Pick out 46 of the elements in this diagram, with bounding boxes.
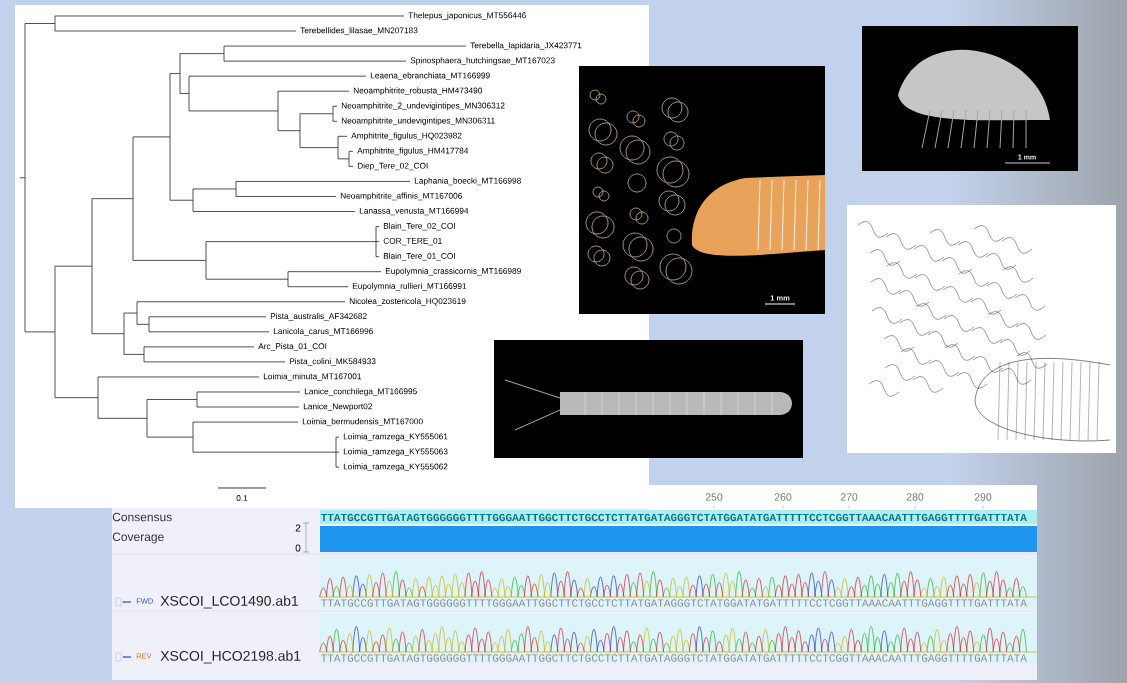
ruler-number: 270 — [840, 493, 858, 501]
taxon-label: Leaena_ebranchiata_MT166999 — [370, 72, 490, 80]
row-label: Coverage — [112, 532, 164, 544]
taxon-label: Terebellides_lilasae_MN207183 — [300, 27, 418, 35]
taxon-label: Terebella_lapidaria_JX423771 — [470, 42, 582, 50]
coverage-value: 2 — [295, 524, 301, 532]
taxon-label: Eupolymnia_rullieri_MT166991 — [352, 282, 467, 291]
coverage-value: 0 — [295, 544, 301, 552]
taxon-label: Neoamphitrite_robusta_HM473490 — [353, 87, 483, 96]
taxon-label: Blain_Tere_02_COI — [383, 222, 455, 231]
taxon-label: Arc_Pista_01_COI — [258, 343, 327, 351]
taxon-label: Blain_Tere_01_COI — [383, 252, 455, 261]
consensus-sequence: TTATGCCGTTGATAGTGGGGGGTTTTGGGAATTGGCTTCTGCCTCTTATGATAGGGTCTATGGATATGATTTTTCCTCGGTTAAACAATTTGAGGTTTTGATTTATA — [320, 510, 1037, 524]
taxon-label: Amphitrite_figulus_HQ023982 — [351, 132, 462, 141]
taxon-label: Loimia_ramzega_KY555062 — [343, 463, 448, 472]
taxon-label: Amphitrite_figulus_HM417784 — [357, 147, 469, 156]
scale-bar: 0.1 — [217, 487, 267, 501]
taxon-label: Pista_australis_AF342682 — [270, 312, 367, 321]
taxon-label: Spinosphaera_hutchingsae_MT167023 — [410, 57, 555, 65]
taxon-label: Loimia_ramzega_KY555063 — [343, 448, 448, 457]
taxon-label: Loimia_bermudensis_MT167000 — [302, 418, 423, 426]
taxon-label: Laphania_boecki_MT166998 — [414, 177, 521, 186]
ruler-number: 250 — [705, 493, 723, 501]
taxon-label: Loimia_ramzega_KY555061 — [343, 433, 448, 441]
taxon-label: Pista_colini_MK584933 — [289, 358, 376, 366]
taxon-label: Lanice_Newport02 — [303, 403, 372, 411]
file-name: XSCOI_LCO1490.ab1 — [160, 595, 299, 609]
ruler-number: 260 — [774, 493, 792, 501]
taxon-label: Neoamphitrite_affinis_MT167006 — [340, 192, 462, 201]
taxon-label: Thelepus_japonicus_MT556446 — [408, 12, 526, 20]
taxon-label: Lanicola_carus_MT166996 — [273, 328, 373, 336]
file-name: XSCOI_HCO2198.ab1 — [160, 650, 301, 664]
taxon-label: Diep_Tere_02_COI — [357, 162, 428, 171]
ruler-number: 280 — [906, 493, 924, 501]
taxon-label: Nicolea_zostericola_HQ023619 — [349, 297, 466, 306]
taxon-label: Lanice_conchilega_MT166995 — [304, 388, 417, 396]
row-label: Consensus — [112, 512, 172, 522]
taxon-label: COR_TERE_01 — [383, 237, 442, 246]
taxon-label: Neoamphitrite_2_undevigintipes_MN306312 — [341, 102, 505, 111]
taxon-label: Neoamphitrite_undevigintipes_MN306311 — [341, 117, 495, 126]
read-sequence: TTATGCCGTTGATAGTGGGGGGTTTTGGGAATTGGCTTCTGCCTCTTATGATAGGGTCTATGGATATGATTTTTCCTCGGTTAAACAATTTGAGGTTTTGATTTATA — [321, 654, 1027, 662]
ruler-number: 290 — [974, 493, 992, 501]
taxon-label: Loimia_minuta_MT167001 — [263, 373, 362, 381]
taxon-label: Lanassa_venusta_MT166994 — [359, 207, 469, 216]
read-sequence: TTATGCCGTTGATAGTGGGGGGTTTTGGGAATTGGCTTCTGCCTCTTATGATAGGGTCTATGGATATGATTTTTCCTCGGTTAAACAATTTGAGGTTTTGATTTATA — [321, 599, 1027, 607]
taxon-label: Eupolymnia_crassicornis_MT166989 — [385, 267, 521, 276]
